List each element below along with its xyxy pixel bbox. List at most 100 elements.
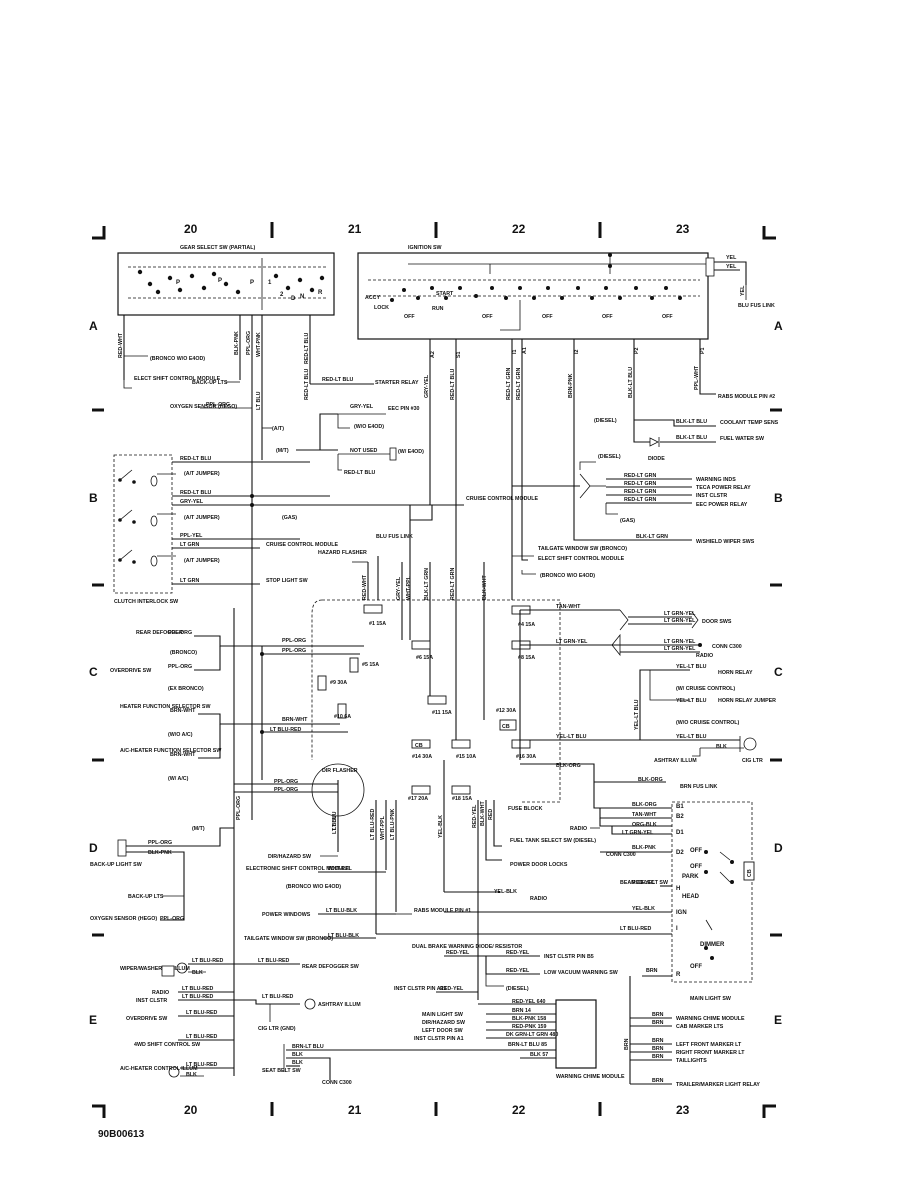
ignition-contacts [390, 286, 682, 302]
row-labels-right: A B C D E [774, 319, 783, 1027]
terminal-d2: D2 [676, 850, 684, 856]
wire-label: PPL-ORG [160, 916, 184, 922]
row-label: E [774, 1013, 782, 1027]
wire-label: RED-LT BLU [180, 456, 212, 462]
wire-label: YEL-LT BLU [556, 734, 587, 740]
wire-note: (GAS) [282, 515, 297, 521]
column-label: 23 [676, 222, 690, 236]
gear-select-switch: GEAR SELECT SW (PARTIAL) P P P 1 2 D N R [117, 245, 335, 820]
component-label: ASHTRAY ILLUM [318, 1002, 361, 1008]
ignition-pos: OFF [602, 314, 613, 320]
grid-frame [92, 222, 782, 1118]
load-label: RIGHT FRONT MARKER LT [676, 1050, 745, 1056]
component-label: BLU FUS LINK [376, 534, 413, 540]
component-label: OXYGEN SENSOR (HEGO) [170, 404, 237, 410]
component-label: RADIO [530, 896, 547, 902]
chime-wire: DK GRN-LT GRN 480 [506, 1032, 558, 1038]
column-labels-top: 20 21 22 23 [184, 222, 690, 236]
wire-label: BRN-WHT [170, 708, 196, 714]
row-label: A [774, 319, 783, 333]
component-label: A/C-HEATER CONTROL ILLUM [120, 1066, 198, 1072]
wire-label: PPL-YEL [180, 533, 203, 539]
wire-label: BRN [652, 1020, 664, 1026]
wire-note: (DIESEL) [598, 454, 621, 460]
component-label: CONN C300 [322, 1080, 352, 1086]
pin-label: I1 [512, 350, 518, 354]
row-label: D [89, 841, 98, 855]
component-label: 4WD SHIFT CONTROL SW [134, 1042, 200, 1048]
fuse-block-title: FUSE BLOCK [508, 806, 543, 812]
fuse-label: #9 30A [330, 680, 347, 686]
cb-label: CB [747, 869, 753, 877]
wire-note: RED-LT BLU [344, 470, 376, 476]
wire-label: RED-WHT [118, 332, 124, 358]
wire-label: LT BLU-RED [262, 994, 294, 1000]
terminal-ign: IGN [676, 910, 687, 916]
component-label: HORN RELAY [718, 670, 753, 676]
wire-label: LT BLU-RED [186, 1062, 218, 1068]
left-middle-loads: REAR DEFOGGER PPL-ORG (BRONCO) OVERDRIVE… [110, 608, 364, 1076]
column-label: 21 [348, 222, 362, 236]
chime-wire: RED-YEL 640 [512, 999, 546, 1005]
component-label: CIG LTR [742, 758, 763, 764]
wire-label: YEL-LT BLU [676, 734, 707, 740]
warning-chime-module: WARNING CHIME MODULE RED-YEL 640 MAIN LI… [414, 999, 625, 1080]
pin-label: A1 [522, 347, 528, 354]
fuse-label: #14 30A [412, 754, 432, 760]
wire-note: (A/T JUMPER) [184, 515, 220, 521]
gear-pos-r: R [318, 290, 323, 296]
wire-label: LT BLU-RED [186, 1034, 218, 1040]
wire-label: LT GRN-YEL [664, 611, 696, 617]
wire-label: BLK-PNK [632, 845, 656, 851]
component-label: OVERDRIVE SW [110, 668, 151, 674]
component-label: BRN FUS LINK [680, 784, 718, 790]
wire-note: (W/O A/C) [168, 732, 193, 738]
wire-label: YEL [740, 285, 746, 296]
wire-label: BRN [652, 1054, 664, 1060]
wire-label: RED-LT BLU [304, 368, 310, 400]
wire-label: WHT-PPL [406, 575, 412, 600]
column-label: 23 [676, 1103, 690, 1117]
wire-label: RED-YEL [446, 950, 470, 956]
wire-note: (W/O CRUISE CONTROL) [676, 720, 739, 726]
diagram-id: 90B00613 [98, 1129, 145, 1140]
wire-label: RED-LT GRN [516, 368, 522, 400]
wire-note: (W/ A/C) [168, 776, 189, 782]
wire-label: YEL-BLK [632, 906, 655, 912]
wire-note: (W/ CRUISE CONTROL) [676, 686, 735, 692]
component-label: WIPER/WASHER SW ILLUM [120, 966, 190, 972]
wire-label: RED-YEL [440, 986, 464, 992]
wire-label: PPL-ORG [168, 664, 192, 670]
component-label: BACK-UP LTS [128, 894, 164, 900]
ignition-pos: OFF [404, 314, 415, 320]
gear-pos-p: P [218, 278, 222, 284]
ignition-pos: ACCY [365, 295, 380, 301]
component-label: RABS MODULE PIN #1 [414, 908, 471, 914]
component-label: BACK-UP LIGHT SW [90, 862, 142, 868]
component-label: COOLANT TEMP SENS [720, 420, 779, 426]
fuse-label: #18 15A [452, 796, 472, 802]
row-label: D [774, 841, 783, 855]
wire-label: PPL-ORG [274, 779, 298, 785]
component-label: RADIO [696, 653, 713, 659]
wire-label: RED-YEL [506, 968, 530, 974]
chime-source: LEFT DOOR SW [422, 1028, 463, 1034]
column-labels-bottom: 20 21 22 23 [184, 1103, 690, 1117]
ignition-pos: START [436, 291, 454, 297]
component-label: CONN C300 [712, 644, 742, 650]
wire-label: LT BLU [332, 811, 338, 830]
wire-label: LT BLU-RED [182, 986, 214, 992]
wire-note: (M/T) [192, 826, 205, 832]
terminal-i: I [676, 926, 678, 932]
position-park: PARK [682, 874, 699, 880]
wire-note: (A/T JUMPER) [184, 558, 220, 564]
wire-label: RED-YEL [632, 880, 656, 886]
column-label: 22 [512, 222, 526, 236]
chime-wire: BLK-PNK 158 [512, 1016, 546, 1022]
wire-label: LT BLU [332, 815, 338, 834]
fuse-label: #11 15A [432, 710, 452, 716]
wire-label: RED-WHT [362, 574, 368, 600]
component-label: TECA POWER RELAY [696, 485, 751, 491]
clutch-interlock-switch: CLUTCH INTERLOCK SW RED-LT BLU (A/T JUMP… [113, 454, 410, 605]
wire-note: (DIESEL) [506, 986, 529, 992]
